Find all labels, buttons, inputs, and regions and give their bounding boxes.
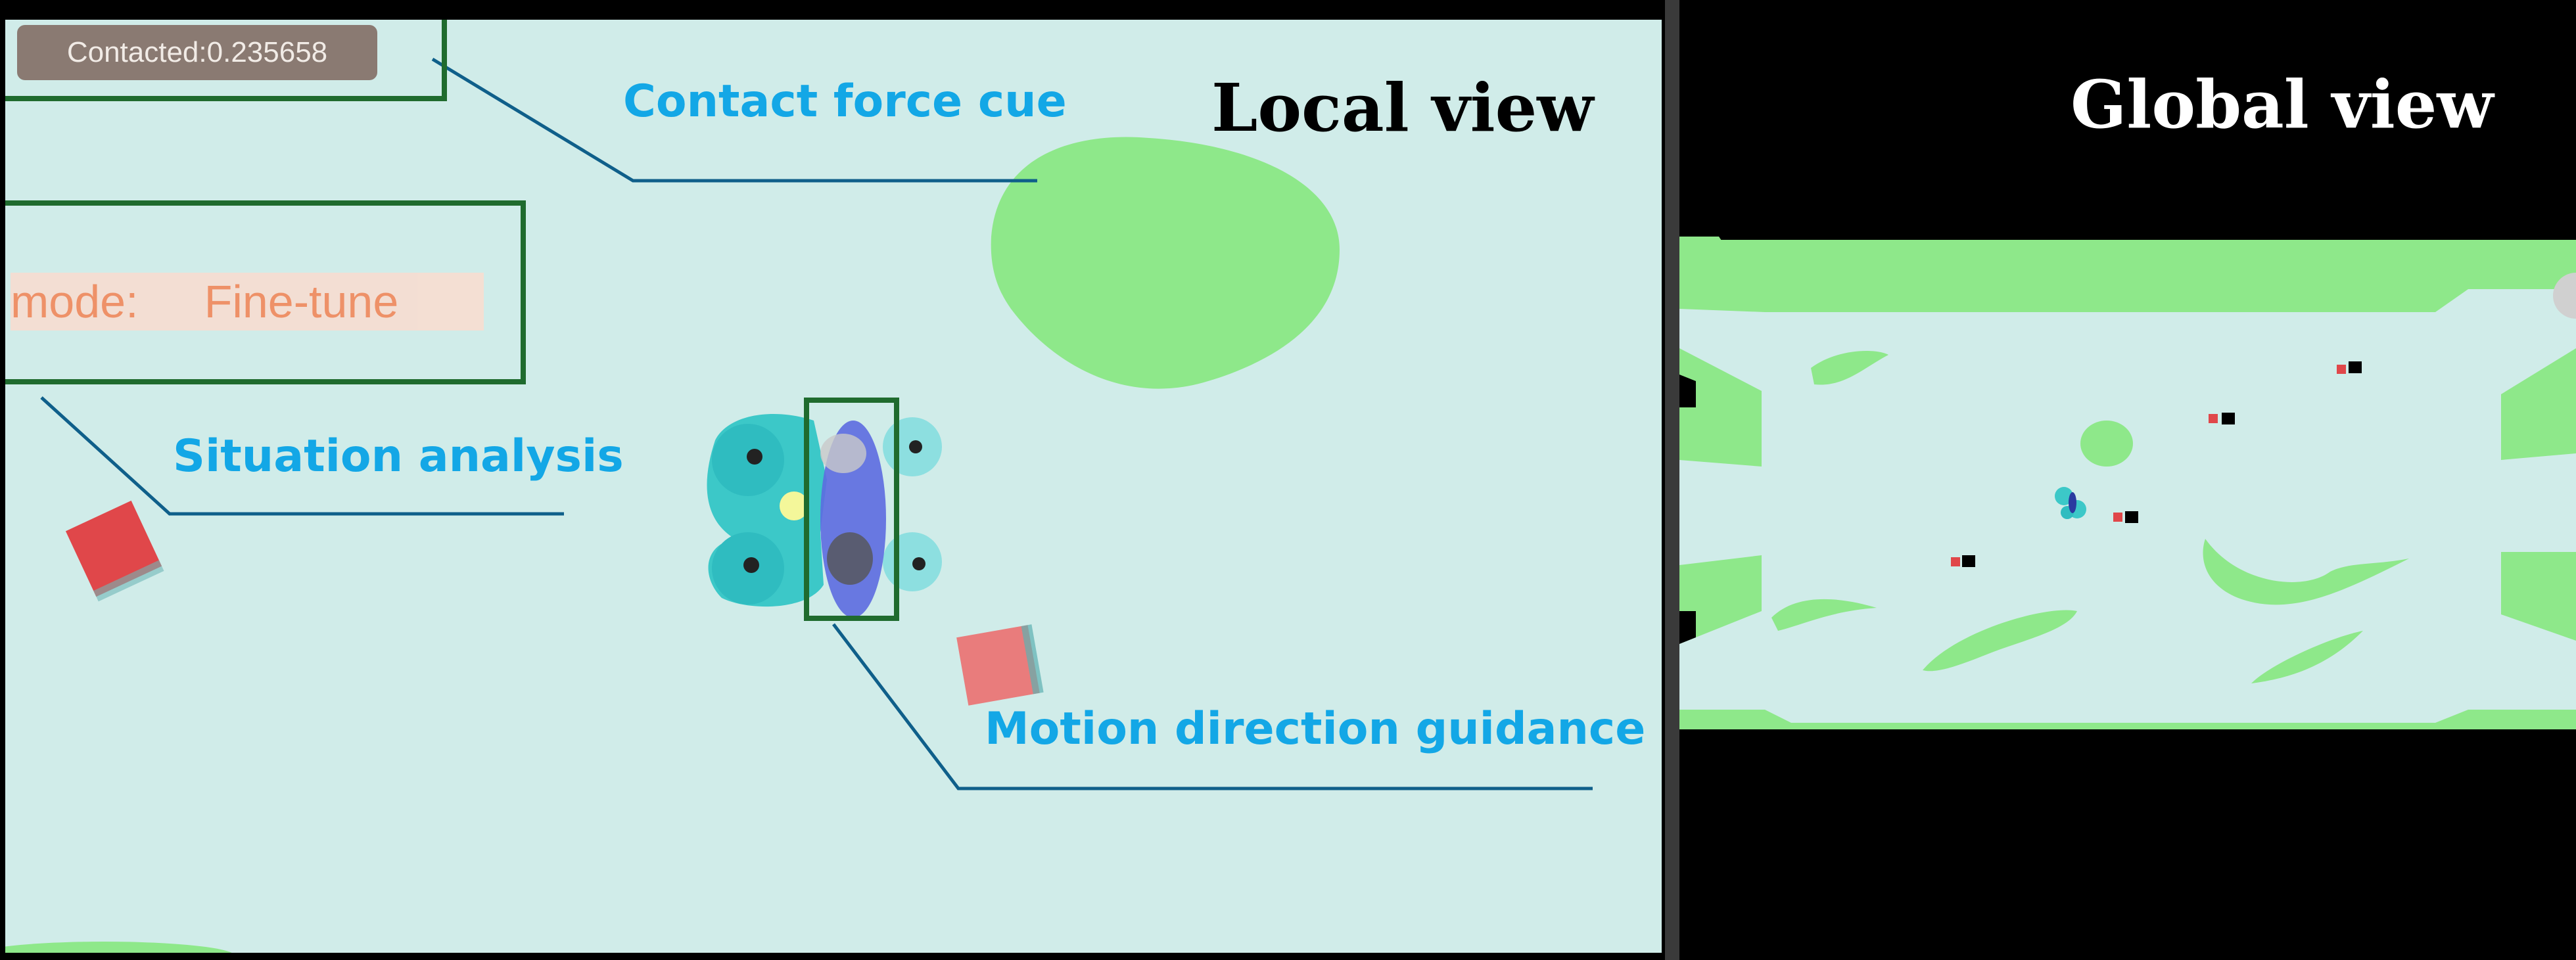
local-view-panel: Contacted:0.235658 mode: Fine-tune Contac… xyxy=(5,20,1662,953)
obstacle-blob xyxy=(991,137,1340,389)
panel-divider xyxy=(1665,0,1679,960)
mode-value: Fine-tune xyxy=(204,276,399,327)
red-cube-right xyxy=(956,624,1044,706)
contact-force-highlight xyxy=(5,20,447,101)
situation-highlight xyxy=(5,200,526,384)
motion-direction-guide xyxy=(820,421,886,618)
red-cube-left xyxy=(65,500,164,602)
local-view-canvas: Contacted:0.235658 mode: Fine-tune Contac… xyxy=(5,20,1662,953)
contact-force-callout: Contact force cue xyxy=(623,76,1067,127)
motion-callout: Motion direction guidance xyxy=(985,703,1646,755)
contact-status-badge: Contacted:0.235658 xyxy=(17,25,377,80)
global-view-panel: Global view xyxy=(1679,0,2576,960)
mode-label: mode: xyxy=(11,276,139,327)
situation-callout: Situation analysis xyxy=(173,430,624,482)
obstacle-edge xyxy=(5,942,232,953)
motion-leader xyxy=(832,623,1593,790)
situation-leader xyxy=(40,396,564,516)
mini-robot xyxy=(2055,487,2086,519)
local-scene xyxy=(5,57,1593,953)
mode-status-badge: mode: Fine-tune xyxy=(11,273,484,331)
motion-guide-highlight xyxy=(804,398,899,621)
contact-force-leader xyxy=(431,57,1037,183)
local-view-title: Local view xyxy=(1211,69,1594,147)
global-map xyxy=(1679,237,2576,729)
drone-robot xyxy=(707,414,942,607)
global-view-title: Global view xyxy=(2071,66,2494,143)
